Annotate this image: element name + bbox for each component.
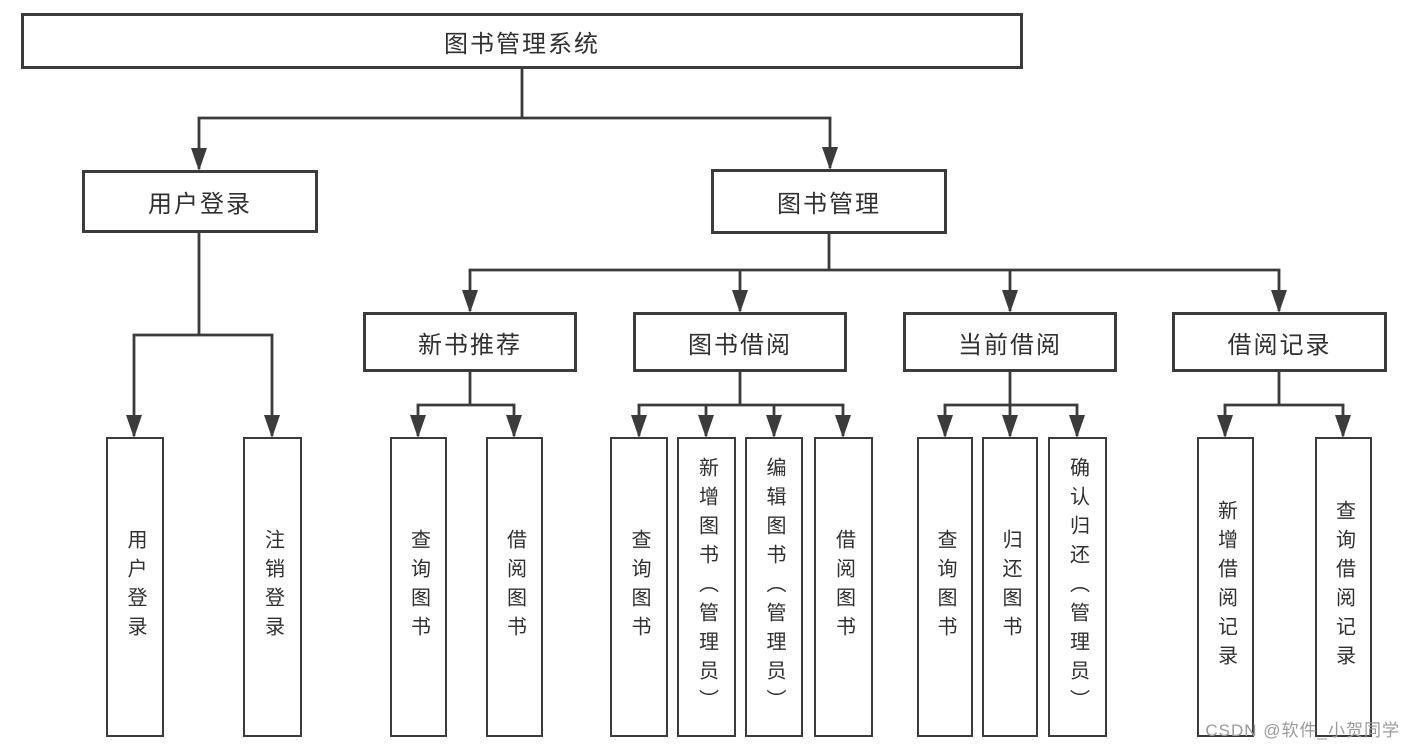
connector-book-borrowing xyxy=(631,372,851,438)
node-user-login: 用户登录 xyxy=(82,170,318,233)
leaf-logout: 注销登录 xyxy=(243,437,302,737)
leaf-add-borrow-record: 新增借阅记录 xyxy=(1197,437,1254,737)
node-borrowing-records: 借阅记录 xyxy=(1172,312,1387,372)
leaf-query-borrow-record: 查询借阅记录 xyxy=(1315,437,1372,737)
connector-new-book-recommendation xyxy=(410,372,522,438)
leaf-confirm-return-admin: 确认归还（管理员） xyxy=(1048,437,1107,737)
node-book-borrowing: 图书借阅 xyxy=(633,312,847,372)
node-new-book-recommendation: 新书推荐 xyxy=(363,312,577,372)
leaf-borrow-books-borrowing: 借阅图书 xyxy=(814,437,873,737)
node-library-system: 图书管理系统 xyxy=(21,13,1023,69)
connector-borrowing-records xyxy=(1217,372,1351,438)
leaf-user-login: 用户登录 xyxy=(106,437,164,737)
leaf-edit-book-admin: 编辑图书（管理员） xyxy=(745,437,803,737)
csdn-watermark: CSDN @软件_小贺同学 xyxy=(1205,721,1400,740)
leaf-query-books-current: 查询图书 xyxy=(917,437,973,737)
connector-root xyxy=(191,69,838,171)
leaf-return-book: 归还图书 xyxy=(982,437,1038,737)
leaf-query-books-borrowing: 查询图书 xyxy=(610,437,668,737)
leaf-query-books-recommend: 查询图书 xyxy=(390,437,447,737)
connector-book-management xyxy=(462,234,1287,313)
connector-user-login xyxy=(126,233,280,438)
leaf-borrow-books-recommend: 借阅图书 xyxy=(486,437,543,737)
node-book-management: 图书管理 xyxy=(711,169,947,234)
connector-current-borrowing xyxy=(937,372,1085,438)
node-current-borrowing: 当前借阅 xyxy=(903,312,1117,372)
leaf-add-book-admin: 新增图书（管理员） xyxy=(677,437,736,737)
